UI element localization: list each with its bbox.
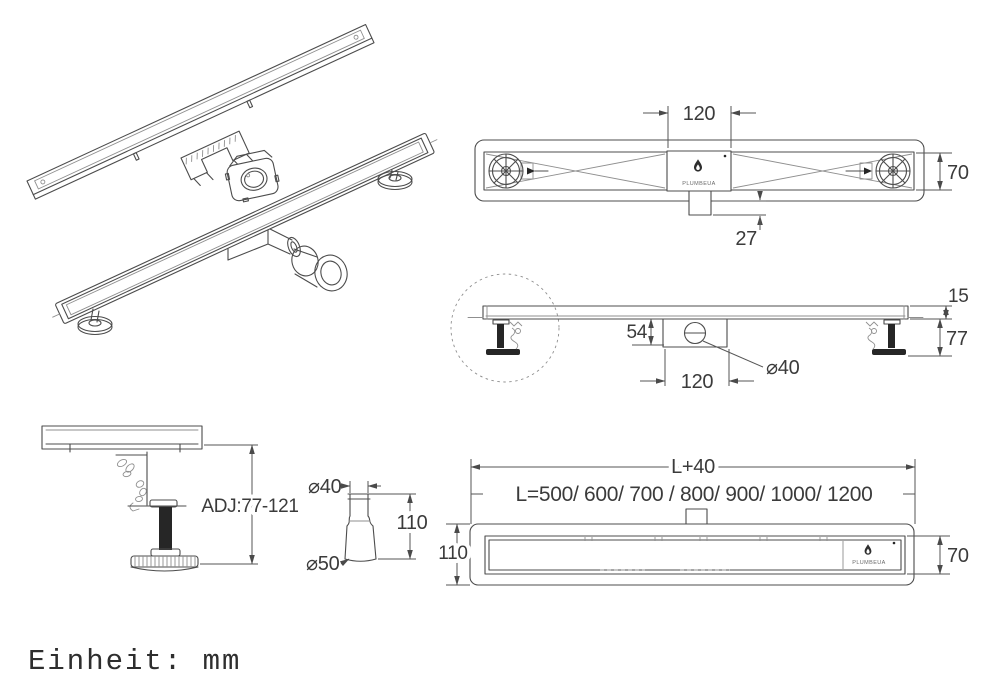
dim-side-120 xyxy=(640,349,754,386)
iso-cover-grate xyxy=(26,23,375,200)
front-view: PLUMBEUA L+40 L=500/ 600/ 700 / 800/ 900… xyxy=(434,452,969,586)
dim-side-trap-depth-label: 54 xyxy=(626,322,647,343)
front-outlet-tab xyxy=(685,508,708,525)
dim-front-70 xyxy=(907,535,950,575)
dim-side-flange-height-label: 15 xyxy=(948,286,969,307)
dim-adapter-top-diameter-label: ⌀40 xyxy=(308,476,342,498)
water-drop-icon xyxy=(693,159,703,172)
dim-top-120 xyxy=(643,106,756,148)
dim-side-77 xyxy=(908,318,952,357)
water-drop-icon xyxy=(864,544,872,555)
side-view: 54 120 ⌀40 15 77 xyxy=(450,273,969,393)
front-outer-body xyxy=(469,523,915,586)
units-label: Einheit: mm xyxy=(28,645,241,678)
brand-logo-front: PLUMBEUA xyxy=(852,541,896,566)
side-trap-box xyxy=(662,318,728,348)
adapter-body xyxy=(344,493,377,562)
dim-side-under-clearance-label: 77 xyxy=(946,328,968,350)
detail-channel-section xyxy=(41,425,203,453)
dim-side-dia-leader xyxy=(702,340,764,368)
dim-side-15 xyxy=(910,305,952,320)
top-view-outlet-tab xyxy=(688,190,712,216)
iso-strainer-basket xyxy=(180,130,254,186)
dim-side-outlet-diameter-label: ⌀40 xyxy=(766,357,800,379)
brand-logo-text: PLUMBEUA xyxy=(682,181,715,187)
side-channel xyxy=(467,305,924,320)
left-foot-symbol xyxy=(488,153,549,189)
detail-foot-assembly xyxy=(127,499,199,572)
dim-adapter-bottom-diameter-label: ⌀50 xyxy=(306,553,340,575)
right-foot-symbol xyxy=(845,153,911,189)
top-view: PLUMBEUA 120 70 27 xyxy=(474,103,969,250)
iso-siphon-housing xyxy=(224,149,280,203)
dim-adjustable-height-label: ADJ:77-121 xyxy=(201,496,298,517)
dim-adapter-110 xyxy=(370,493,416,560)
iso-left-foot xyxy=(77,308,113,336)
outlet-adapter-view: ⌀40 ⌀50 110 xyxy=(306,476,432,575)
iso-outlet-connector xyxy=(291,245,348,292)
dim-top-outlet-offset-label: 27 xyxy=(735,228,757,250)
brand-logo: PLUMBEUA xyxy=(682,154,727,187)
dim-adapter-top-dia xyxy=(340,481,381,493)
dim-side-trap-width-label: 120 xyxy=(681,371,714,393)
front-grate xyxy=(484,535,906,575)
iso-drain-channel xyxy=(52,132,438,324)
dim-top-center-width-label: 120 xyxy=(683,103,716,125)
dim-top-body-width-label: 70 xyxy=(947,162,969,184)
dim-front-grate-height-label: 70 xyxy=(947,545,969,567)
dim-front-110 xyxy=(446,523,470,586)
foot-detail-view: ADJ:77-121 xyxy=(41,425,303,572)
dim-side-54 xyxy=(632,318,664,346)
side-left-foot xyxy=(486,319,523,355)
dim-top-70 xyxy=(916,152,952,191)
dim-adapter-bottom-dia-leader xyxy=(339,558,350,567)
iso-right-foot xyxy=(377,169,413,191)
dim-front-total-length-label: L+40 xyxy=(671,456,715,478)
detail-callout-circle xyxy=(450,273,560,383)
side-right-foot xyxy=(865,319,906,355)
detail-bracket xyxy=(115,451,148,512)
dim-front-total-length xyxy=(470,459,916,524)
dim-adj xyxy=(200,444,258,565)
brand-logo-text: PLUMBEUA xyxy=(852,560,885,566)
dim-top-27 xyxy=(713,191,766,230)
dim-front-body-height-label: 110 xyxy=(438,543,467,564)
dim-front-length-options-label: L=500/ 600/ 700 / 800/ 900/ 1000/ 1200 xyxy=(515,483,872,506)
dim-adapter-height-label: 110 xyxy=(397,512,428,534)
isometric-exploded-view xyxy=(26,23,438,336)
